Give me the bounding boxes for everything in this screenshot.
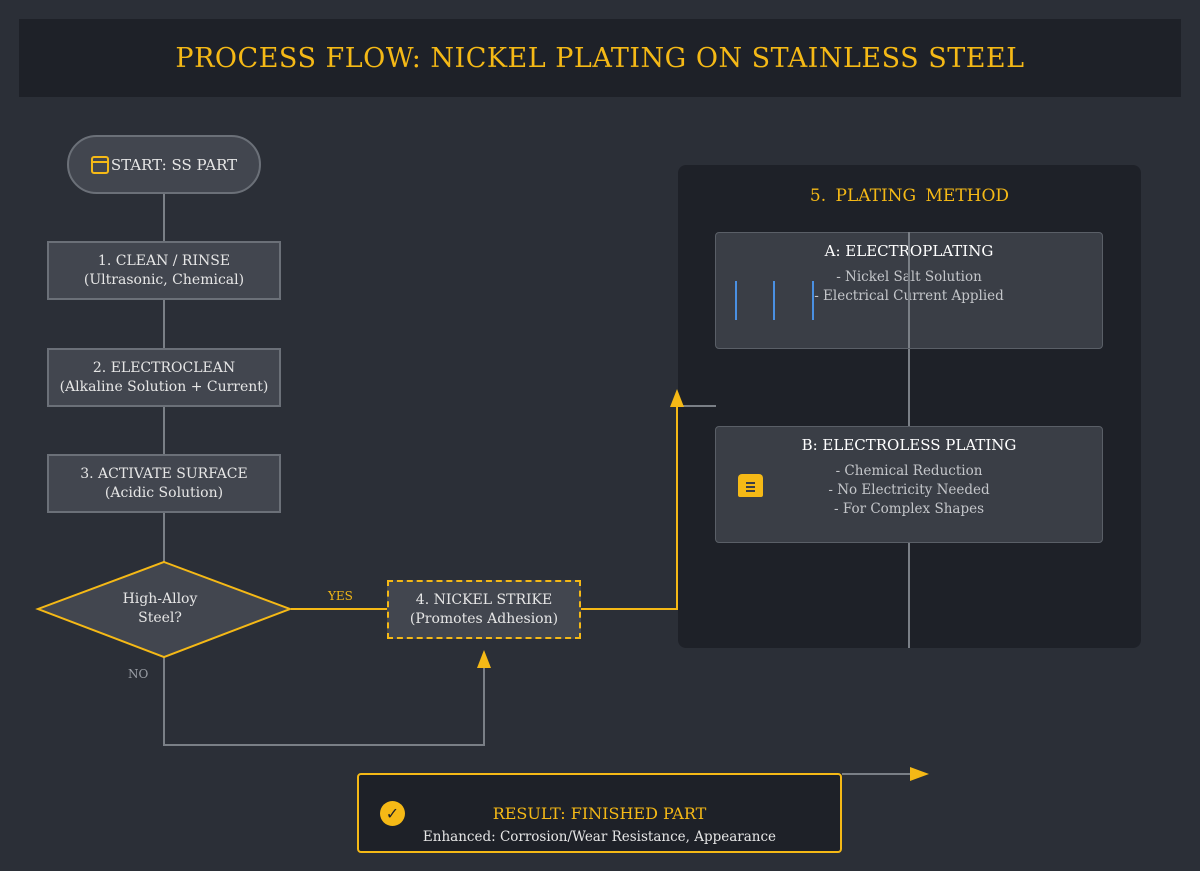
start-node: START: SS PART bbox=[67, 135, 261, 194]
arrowhead-plating-up bbox=[670, 389, 684, 407]
yes-label: YES bbox=[328, 589, 353, 603]
decision-diamond bbox=[35, 560, 293, 659]
step-detail: (Alkaline Solution + Current) bbox=[59, 378, 269, 395]
decision-line2: Steel? bbox=[138, 610, 182, 626]
decision-line1: High-Alloy bbox=[122, 591, 198, 607]
step-title: 2. ELECTROCLEAN bbox=[92, 359, 236, 376]
connector-no-path bbox=[163, 657, 485, 746]
electroless-box: B: ELECTROLESS PLATING - Chemical Reduct… bbox=[715, 426, 1103, 543]
check-circle-icon: ✓ bbox=[380, 801, 405, 826]
step-detail: (Ultrasonic, Chemical) bbox=[83, 271, 245, 288]
decision-text: High-Alloy Steel? bbox=[90, 590, 230, 628]
electroless-line-2: - No Electricity Needed bbox=[828, 482, 990, 498]
result-title: RESULT: FINISHED PART bbox=[492, 804, 707, 823]
step-nickel-strike: 4. NICKEL STRIKE (Promotes Adhesion) bbox=[387, 580, 581, 639]
page-title: PROCESS FLOW: NICKEL PLATING ON STAINLES… bbox=[175, 42, 1025, 74]
result-subtitle: Enhanced: Corrosion/Wear Resistance, App… bbox=[422, 829, 777, 845]
strike-detail: (Promotes Adhesion) bbox=[409, 610, 559, 627]
step-detail: (Acidic Solution) bbox=[104, 484, 224, 501]
arrowhead-result-right bbox=[910, 767, 929, 781]
no-label: NO bbox=[128, 667, 149, 681]
step-activate-surface: 3. ACTIVATE SURFACE (Acidic Solution) bbox=[47, 454, 281, 513]
step-clean-rinse: 1. CLEAN / RINSE (Ultrasonic, Chemical) bbox=[47, 241, 281, 300]
connector-strike-to-plating bbox=[581, 404, 678, 610]
document-icon bbox=[738, 474, 763, 497]
header-bar: PROCESS FLOW: NICKEL PLATING ON STAINLES… bbox=[19, 19, 1181, 97]
result-box: ✓ RESULT: FINISHED PART Enhanced: Corros… bbox=[357, 773, 842, 853]
electrodes-icon bbox=[735, 281, 814, 320]
step-title: 1. CLEAN / RINSE bbox=[97, 252, 231, 269]
arrowhead-strike-up bbox=[477, 650, 491, 668]
step-electroclean: 2. ELECTROCLEAN (Alkaline Solution + Cur… bbox=[47, 348, 281, 407]
start-label: START: SS PART bbox=[110, 155, 238, 174]
electroless-line-3: - For Complex Shapes bbox=[833, 501, 985, 517]
electroless-title: B: ELECTROLESS PLATING bbox=[801, 436, 1017, 454]
strike-title: 4. NICKEL STRIKE bbox=[415, 591, 553, 608]
container-icon bbox=[90, 155, 109, 174]
plating-method-title: 5. PLATING METHOD bbox=[809, 186, 1010, 206]
step-title: 3. ACTIVATE SURFACE bbox=[80, 465, 248, 482]
electroless-line-1: - Chemical Reduction bbox=[835, 463, 983, 479]
